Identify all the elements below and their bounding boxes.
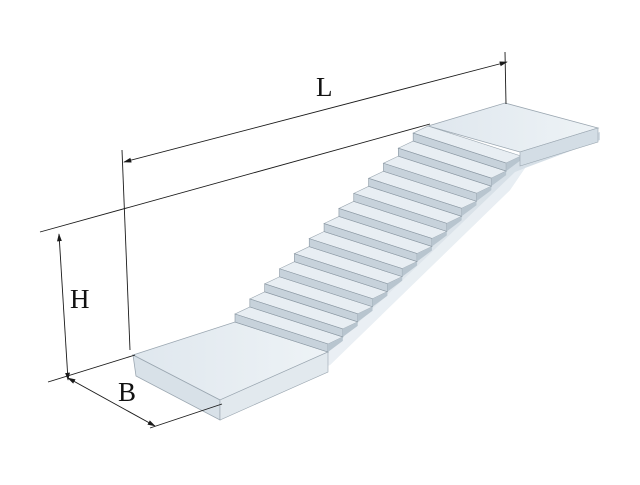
step-side	[461, 201, 477, 217]
lower-landing-end	[219, 351, 329, 421]
dim-b-ext	[149, 403, 223, 429]
step-side	[491, 171, 507, 187]
step-side	[417, 246, 432, 262]
step-side	[372, 291, 388, 307]
step-side	[402, 261, 418, 277]
step-side	[328, 336, 343, 352]
label-l: L	[316, 72, 333, 102]
dim-h-ext-bottom	[47, 354, 136, 383]
dim-l-line	[123, 61, 508, 163]
step-side	[446, 216, 462, 232]
dim-l-baseline	[39, 123, 431, 233]
steps-group	[234, 125, 522, 353]
dim-l-ext-left	[121, 149, 131, 351]
step-side	[342, 321, 358, 337]
label-h: H	[70, 284, 90, 314]
step-side	[387, 276, 403, 292]
dim-h-line	[57, 233, 70, 381]
dim-l-ext-right	[504, 51, 507, 105]
step-side	[431, 231, 447, 247]
label-b: B	[118, 377, 136, 407]
upper-landing-end	[519, 127, 599, 167]
step-side	[357, 306, 373, 322]
dim-b-line	[67, 377, 156, 427]
step-side	[506, 156, 521, 172]
step-side	[476, 186, 492, 202]
